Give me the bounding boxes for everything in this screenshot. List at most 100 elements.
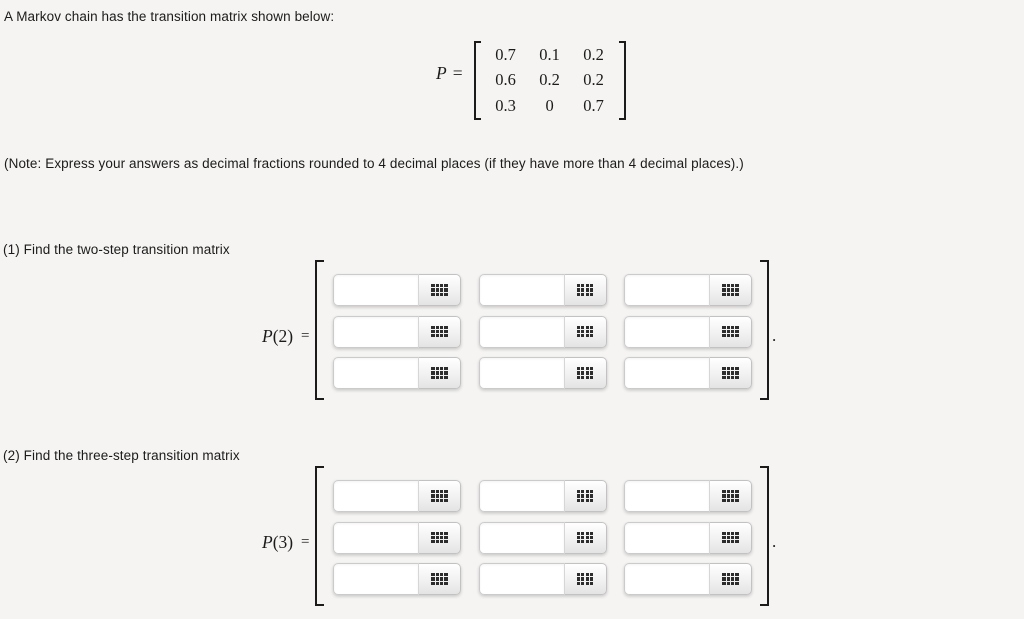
answer-input-r3c3[interactable] <box>624 357 710 389</box>
keypad-grid-icon <box>431 573 448 585</box>
keypad-grid-icon <box>431 284 448 296</box>
matrix-variable: P <box>436 63 447 84</box>
keypad-grid-icon <box>576 573 594 585</box>
answer-input-r1c1[interactable] <box>333 274 419 306</box>
keypad-grid-icon <box>722 490 739 502</box>
answer-cell-r2c3 <box>624 315 752 348</box>
answer-cell-r2c1 <box>333 315 461 348</box>
matrix-open-bracket <box>473 41 481 120</box>
answer-input-r1c2[interactable] <box>478 274 565 306</box>
keypad-grid-icon <box>431 490 448 502</box>
matrix-value-r3c3: 0.7 <box>583 95 604 115</box>
matrix-value-r2c1: 0.6 <box>495 70 516 90</box>
question-1-section: (1) Find the two-step transition matrix … <box>0 242 1024 404</box>
equation-editor-button-r1c1[interactable] <box>419 274 461 306</box>
matrix-value-r1c3: 0.2 <box>583 44 604 64</box>
answer-cell-r2c2 <box>478 521 607 554</box>
answer-cell-r1c2 <box>478 274 607 306</box>
keypad-grid-icon <box>431 531 448 544</box>
answer-cell-r3c1 <box>333 563 461 595</box>
equation-editor-button-r1c2[interactable] <box>564 480 607 512</box>
answer-cell-r3c3 <box>624 563 752 595</box>
answer-input-r2c2[interactable] <box>478 521 565 554</box>
equation-editor-button-r3c1[interactable] <box>419 357 461 389</box>
answer-input-r1c3[interactable] <box>624 274 710 306</box>
answer-input-r2c1[interactable] <box>333 315 419 348</box>
note-text: (Note: Express your answers as decimal f… <box>4 156 744 171</box>
answer-matrix-open-bracket <box>315 260 324 400</box>
keypad-grid-icon <box>431 367 448 379</box>
answer-input-r3c1[interactable] <box>333 357 419 389</box>
matrix-value-r1c1: 0.7 <box>495 44 516 64</box>
equation-editor-button-r3c2[interactable] <box>564 563 607 595</box>
answer-input-r2c2[interactable] <box>478 315 565 348</box>
answer-cell-r1c1 <box>333 480 461 512</box>
equals-sign: = <box>452 63 463 84</box>
equation-editor-button-r2c2[interactable] <box>564 521 607 554</box>
matrix-variable: P <box>262 532 273 552</box>
equation-editor-button-r3c2[interactable] <box>564 357 607 389</box>
equals-sign: = <box>301 328 310 344</box>
sentence-period: . <box>772 326 777 345</box>
answer-input-r1c2[interactable] <box>478 480 565 512</box>
given-matrix-label: P = <box>436 63 463 84</box>
question-2-section: (2) Find the three-step transition matri… <box>0 448 1024 610</box>
answer-input-r1c3[interactable] <box>624 480 710 512</box>
matrix-argument: (2) <box>272 326 294 346</box>
equation-editor-button-r2c3[interactable] <box>710 315 752 348</box>
equation-editor-button-r2c2[interactable] <box>564 315 607 348</box>
matrix-variable: P <box>262 326 273 346</box>
matrix-argument: (3) <box>272 532 294 552</box>
intro-text: A Markov chain has the transition matrix… <box>4 9 335 24</box>
question-1-heading: (1) Find the two-step transition matrix <box>3 242 230 257</box>
answer-cell-r1c2 <box>478 480 607 512</box>
equation-editor-button-r2c1[interactable] <box>419 315 461 348</box>
answer-cell-r2c3 <box>624 521 752 554</box>
equation-editor-button-r3c3[interactable] <box>710 563 752 595</box>
equation-editor-button-r1c3[interactable] <box>710 480 752 512</box>
answer-input-r3c2[interactable] <box>478 357 565 389</box>
keypad-grid-icon <box>576 367 594 379</box>
answer-input-r3c1[interactable] <box>333 563 419 595</box>
answer-input-r2c1[interactable] <box>333 521 419 554</box>
sentence-period: . <box>772 532 777 551</box>
answer-input-r2c3[interactable] <box>624 315 710 348</box>
keypad-grid-icon <box>576 284 594 296</box>
question-2-heading: (2) Find the three-step transition matri… <box>3 448 240 463</box>
answer-cell-r3c2 <box>478 357 607 389</box>
answer-matrix-label-p2: P(2) <box>262 326 293 347</box>
matrix-value-r2c3: 0.2 <box>583 70 604 90</box>
matrix-close-bracket <box>618 41 626 120</box>
keypad-grid-icon <box>722 325 739 338</box>
equation-editor-button-r2c3[interactable] <box>710 521 752 554</box>
equation-editor-button-r1c1[interactable] <box>419 480 461 512</box>
answer-cell-r2c2 <box>478 315 607 348</box>
answer-cell-r3c3 <box>624 357 752 389</box>
answer-cell-r3c1 <box>333 357 461 389</box>
equation-editor-button-r3c1[interactable] <box>419 563 461 595</box>
keypad-grid-icon <box>576 490 594 502</box>
answer-matrix-close-bracket <box>760 260 769 400</box>
keypad-grid-icon <box>576 531 594 544</box>
keypad-grid-icon <box>722 284 739 296</box>
matrix-value-r3c2: 0 <box>545 95 554 115</box>
answer-input-r3c2[interactable] <box>478 563 565 595</box>
equation-editor-button-r2c1[interactable] <box>419 521 461 554</box>
matrix-value-r3c1: 0.3 <box>495 95 516 115</box>
equation-editor-button-r1c3[interactable] <box>710 274 752 306</box>
keypad-grid-icon <box>576 325 594 338</box>
answer-matrix-label-p3: P(3) <box>262 532 293 553</box>
answer-input-r2c3[interactable] <box>624 521 710 554</box>
answer-matrix-open-bracket <box>315 466 324 606</box>
equation-editor-button-r3c3[interactable] <box>710 357 752 389</box>
keypad-grid-icon <box>431 325 448 338</box>
equation-editor-button-r1c2[interactable] <box>564 274 607 306</box>
matrix-value-r1c2: 0.1 <box>539 44 560 64</box>
answer-cell-r2c1 <box>333 521 461 554</box>
answer-matrix-grid-p3 <box>333 480 752 595</box>
answer-input-r3c3[interactable] <box>624 563 710 595</box>
answer-input-r1c1[interactable] <box>333 480 419 512</box>
